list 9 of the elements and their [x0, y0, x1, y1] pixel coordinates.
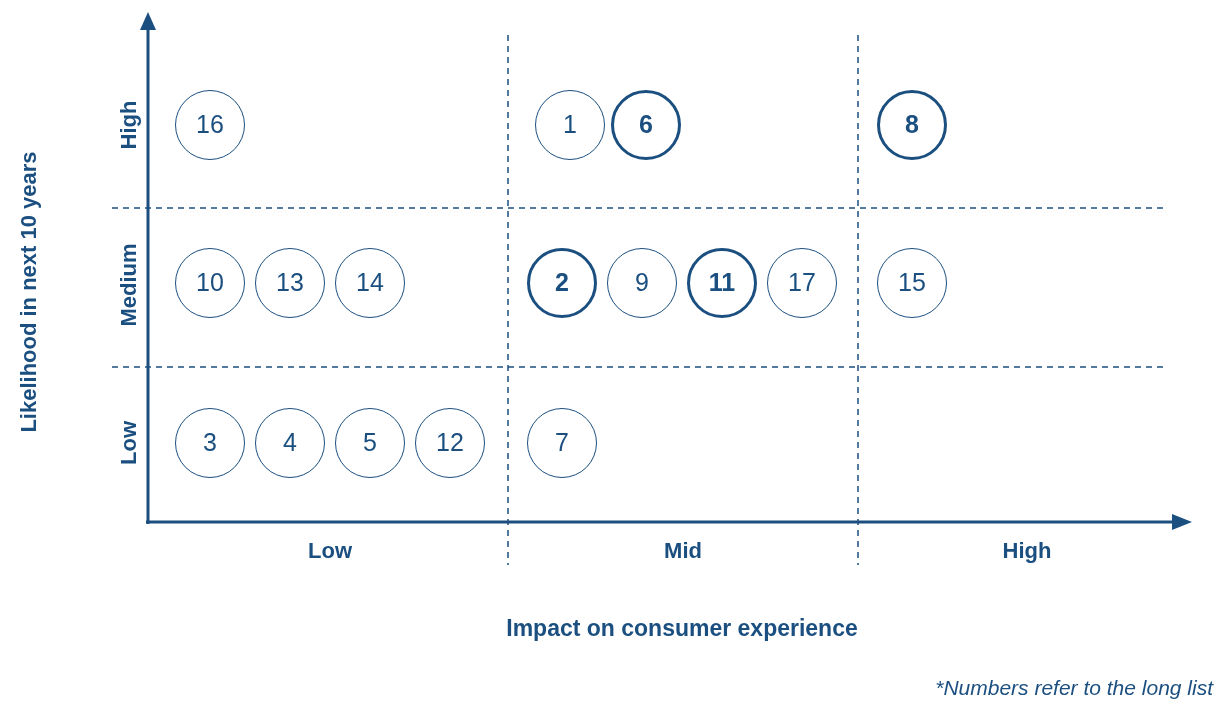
axis-label: High [114, 100, 142, 150]
axis-label: Medium [114, 243, 142, 327]
axis-label: Low [114, 421, 142, 465]
axis-title: Impact on consumer experience [506, 613, 858, 643]
footnote: *Numbers refer to the long list [935, 675, 1213, 702]
axis-title: Likelihood in next 10 years [14, 151, 42, 433]
axis-label: High [1002, 536, 1052, 565]
axis-label: Low [308, 536, 352, 565]
axis-label: Mid [664, 536, 702, 565]
